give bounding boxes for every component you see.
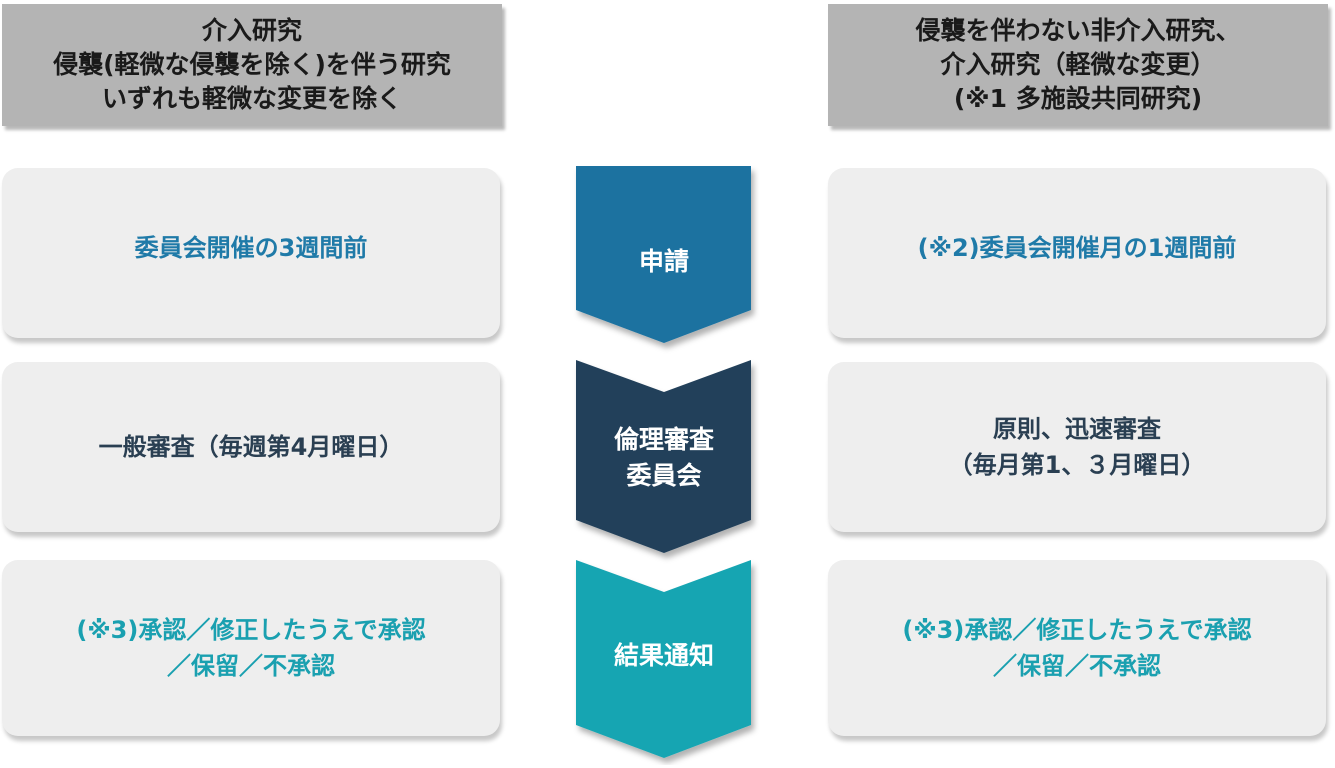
left-result-line-2: ／保留／不承認 (167, 652, 335, 680)
chevron-label-ethics-line-2: 委員会 (626, 461, 702, 490)
chevron-label-application: 申請 (576, 226, 752, 298)
right-result-line-1: (※3)承認／修正したうえで承認 (902, 616, 1252, 644)
header-left-line-1: 介入研究 (201, 16, 302, 45)
flow-arrows (576, 166, 751, 758)
header-right-non-intervention-study: 侵襲を伴わない非介入研究、 介入研究（軽微な変更） (※1 多施設共同研究) (828, 4, 1328, 126)
header-left-intervention-study: 介入研究 侵襲(軽微な侵襲を除く)を伴う研究 いずれも軽微な変更を除く (2, 4, 502, 126)
chevron-label-ethics-line-1: 倫理審査 (613, 425, 714, 454)
chevron-label-ethics-committee: 倫理審査 委員会 (576, 418, 752, 498)
header-left-line-3: いずれも軽微な変更を除く (101, 84, 402, 113)
left-application-text: 委員会開催の3週間前 (134, 234, 368, 262)
chevron-application (576, 166, 751, 343)
right-review-line-2: （毎月第1、３月曜日） (948, 451, 1206, 479)
chevron-label-result-notice: 結果通知 (576, 620, 752, 692)
left-result-box: (※3)承認／修正したうえで承認 ／保留／不承認 (2, 560, 500, 736)
right-result-box: (※3)承認／修正したうえで承認 ／保留／不承認 (828, 560, 1326, 736)
right-review-line-1: 原則、迅速審査 (993, 415, 1161, 443)
header-right-line-3: (※1 多施設共同研究) (953, 84, 1203, 113)
header-right-line-1: 侵襲を伴わない非介入研究、 (915, 16, 1241, 45)
left-review-text: 一般審査（毎週第4月曜日） (98, 433, 404, 461)
left-application-box: 委員会開催の3週間前 (2, 168, 500, 338)
chevron-label-result-line-1: 結果通知 (613, 641, 714, 670)
left-result-line-1: (※3)承認／修正したうえで承認 (76, 616, 426, 644)
right-result-line-2: ／保留／不承認 (993, 652, 1161, 680)
header-left-line-2: 侵襲(軽微な侵襲を除く)を伴う研究 (53, 50, 451, 79)
left-review-box: 一般審査（毎週第4月曜日） (2, 362, 500, 532)
chevron-label-application-line-1: 申請 (638, 247, 689, 276)
right-application-box: (※2)委員会開催月の1週間前 (828, 168, 1326, 338)
right-application-text: (※2)委員会開催月の1週間前 (917, 234, 1237, 262)
header-right-line-2: 介入研究（軽微な変更） (940, 50, 1216, 79)
right-review-box: 原則、迅速審査 （毎月第1、３月曜日） (828, 362, 1326, 532)
chevron-result-notice (576, 560, 751, 758)
chevron-ethics-committee (576, 360, 751, 553)
